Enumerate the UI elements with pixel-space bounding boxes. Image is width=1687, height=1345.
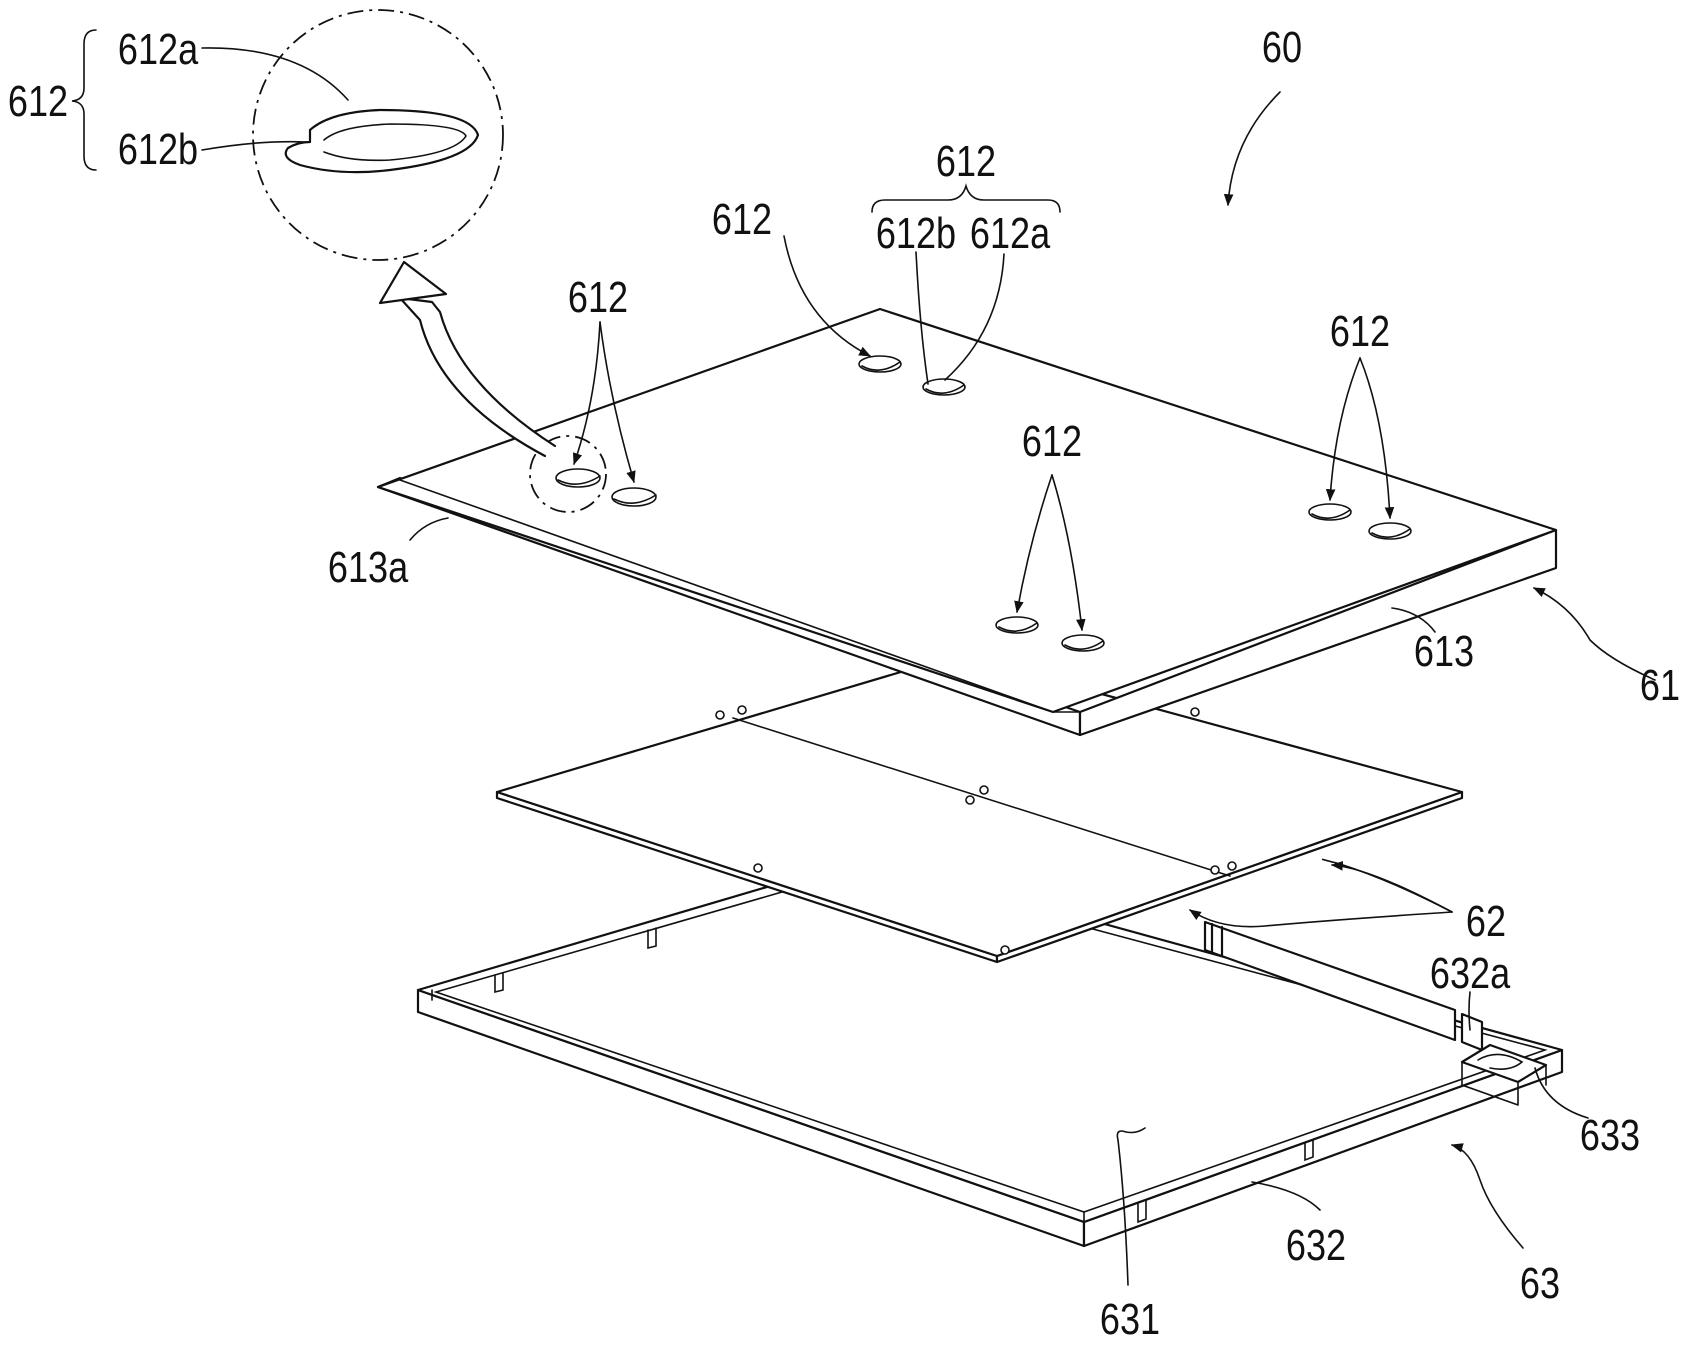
screw-hole — [1210, 865, 1220, 875]
screw-hole — [715, 710, 725, 720]
label-631: 631 — [1100, 1295, 1160, 1344]
leader-612-b2 — [599, 321, 636, 484]
magnified-hole-inner — [323, 123, 467, 162]
label-613: 613 — [1414, 627, 1474, 676]
leader-631 — [1116, 1127, 1146, 1286]
leader-612b-top — [915, 251, 929, 385]
leader-613 — [1391, 607, 1436, 633]
label-612b-top: 612b — [876, 209, 956, 258]
leader-612-d1 — [1325, 357, 1361, 502]
label-612-detail: 612 — [8, 77, 68, 126]
label-61: 61 — [1640, 661, 1680, 710]
label-633: 633 — [1580, 1111, 1640, 1160]
bottom-frame — [416, 856, 1564, 1248]
screw-hole — [1000, 945, 1010, 955]
hole-612 — [922, 378, 966, 396]
screw-hole — [1190, 707, 1200, 717]
plate-61-corner — [1052, 711, 1081, 736]
label-612a-top: 612a — [970, 209, 1051, 258]
screw-hole — [753, 863, 763, 873]
leader-612a-detail — [201, 47, 349, 101]
leader-63 — [1450, 1143, 1524, 1249]
magnified-detail — [252, 9, 557, 458]
hole-612 — [995, 616, 1039, 634]
leader-62-a — [1322, 858, 1453, 913]
hole-612 — [1368, 522, 1412, 540]
hole-612 — [1308, 503, 1352, 521]
leader-62-upper — [1330, 861, 1453, 913]
screw-hole — [1227, 861, 1237, 871]
leader-lines — [71, 29, 1656, 1286]
leader-632 — [1251, 1181, 1321, 1211]
label-613a: 613a — [328, 543, 409, 592]
frame-rim-edges — [431, 989, 1085, 1223]
top-plate — [376, 307, 1558, 737]
magnified-circle — [252, 9, 504, 261]
leader-612a-top — [944, 253, 1005, 381]
brace-612-top — [871, 183, 1061, 213]
frame-wall-joint — [1210, 922, 1224, 957]
label-612-middle: 612 — [1022, 417, 1082, 466]
wall-slot-632a — [1460, 1012, 1484, 1052]
screw-hole — [965, 795, 975, 805]
detail-marker — [529, 435, 607, 513]
screw-hole — [737, 705, 747, 715]
hole-612 — [1061, 634, 1105, 652]
middle-plate — [495, 653, 1464, 964]
leader-633 — [1534, 1067, 1589, 1119]
label-612-left: 612 — [568, 273, 628, 322]
leader-632a — [1468, 991, 1471, 1031]
frame-slots-back — [494, 927, 657, 994]
screw-hole — [979, 785, 989, 795]
label-612a-detail: 612a — [118, 25, 199, 74]
leader-612-b1 — [572, 321, 601, 466]
hole-612 — [858, 355, 902, 373]
frame-back-wall-right — [1203, 920, 1457, 1042]
magnified-hole — [284, 108, 480, 174]
hole-612 — [555, 468, 601, 488]
label-62: 62 — [1466, 897, 1506, 946]
plate-62-top — [495, 653, 1464, 958]
leader-612-c2 — [1051, 474, 1086, 632]
brace-612-detail — [71, 29, 97, 171]
label-632a: 632a — [1430, 949, 1511, 998]
plate-62-seam — [732, 717, 1231, 877]
label-612-top-group: 612 — [936, 137, 996, 186]
frame-inner-rim — [433, 867, 1548, 1213]
label-612-upper-left: 612 — [712, 195, 772, 244]
leader-613a — [409, 517, 449, 541]
corner-port-sides — [1461, 1061, 1547, 1106]
label-63: 63 — [1520, 1259, 1560, 1308]
magnify-arrow — [398, 296, 557, 458]
plate-61-chamfer-line — [399, 479, 1054, 713]
label-612-right: 612 — [1330, 307, 1390, 356]
leader-62-lower — [1189, 909, 1453, 928]
leader-612-d2 — [1359, 357, 1395, 520]
leader-612b-detail — [201, 140, 307, 151]
corner-port-opening — [1477, 1053, 1524, 1070]
reference-labels: 60 612a 612b 612 612 612b 612a 612 612 6… — [8, 23, 1680, 1344]
label-60: 60 — [1262, 23, 1302, 72]
frame-floor — [416, 856, 1564, 1224]
plate-61-top — [376, 307, 1558, 714]
leader-60 — [1223, 91, 1281, 207]
label-632: 632 — [1286, 1221, 1346, 1270]
label-612b-detail: 612b — [118, 125, 198, 174]
hole-612 — [611, 487, 657, 507]
leader-61 — [1532, 587, 1656, 681]
leader-612-a — [783, 235, 872, 357]
magnify-arrow-head — [378, 260, 448, 305]
frame-slots-front — [1137, 1139, 1314, 1224]
leader-612-c1 — [1014, 474, 1053, 614]
